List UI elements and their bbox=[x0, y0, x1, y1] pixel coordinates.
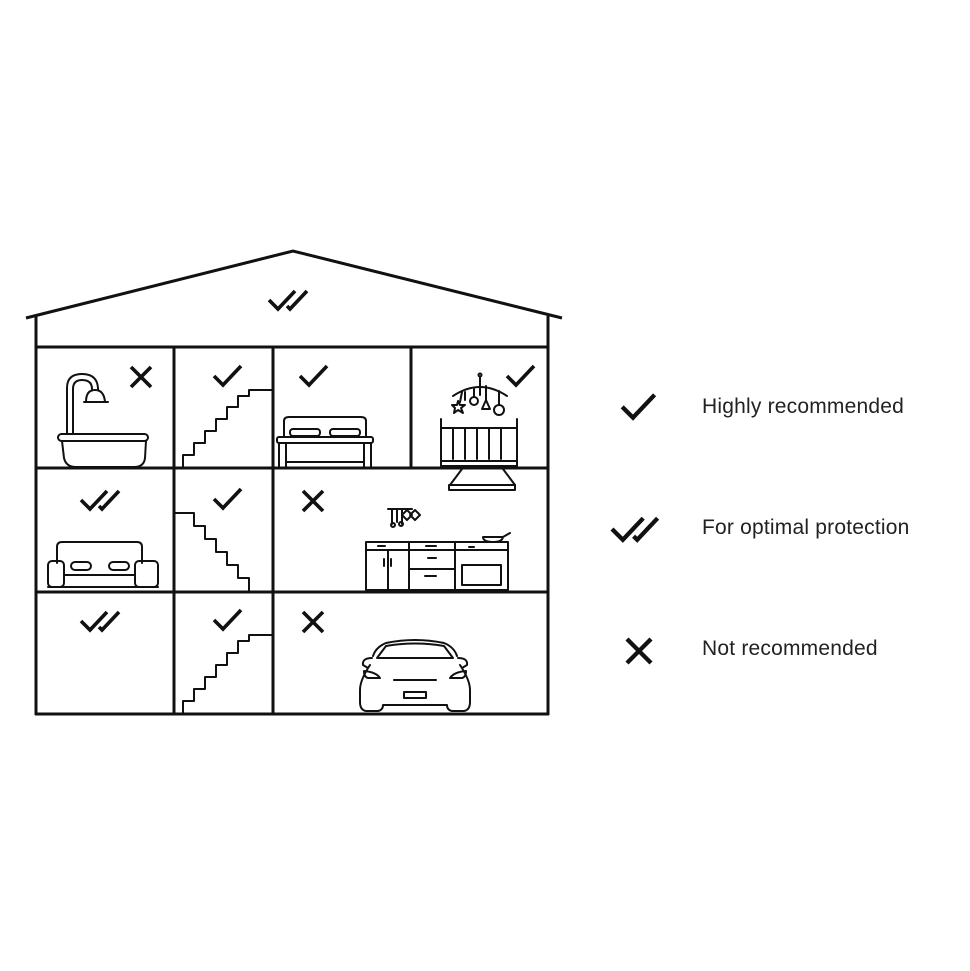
legend-label-optimal-protection: For optimal protection bbox=[702, 516, 910, 539]
stairs-icon bbox=[174, 512, 250, 592]
double-check-icon bbox=[610, 516, 660, 543]
bed-icon bbox=[276, 416, 374, 468]
x-icon bbox=[129, 365, 153, 389]
house-outline bbox=[25, 249, 563, 716]
stairs-icon bbox=[182, 634, 273, 714]
x-icon bbox=[301, 610, 325, 634]
x-icon bbox=[625, 637, 653, 665]
check-icon bbox=[298, 364, 329, 388]
range-hood-icon bbox=[448, 468, 516, 491]
x-icon bbox=[301, 489, 325, 513]
kitchen-icon bbox=[365, 508, 511, 591]
car-icon bbox=[359, 639, 471, 712]
check-icon bbox=[620, 393, 657, 421]
check-icon bbox=[212, 608, 243, 632]
check-icon bbox=[505, 364, 536, 388]
stairs-icon bbox=[182, 389, 273, 468]
double-check-icon bbox=[79, 489, 121, 512]
crib-icon bbox=[440, 372, 518, 468]
bathtub-icon bbox=[57, 373, 149, 468]
legend-label-not-recommended: Not recommended bbox=[702, 637, 878, 660]
double-check-icon bbox=[79, 610, 121, 633]
check-icon bbox=[212, 364, 243, 388]
sofa-icon bbox=[47, 541, 159, 588]
check-icon bbox=[212, 487, 243, 511]
legend-label-highly-recommended: Highly recommended bbox=[702, 395, 905, 418]
double-check-icon bbox=[267, 289, 309, 312]
roof bbox=[25, 249, 563, 320]
